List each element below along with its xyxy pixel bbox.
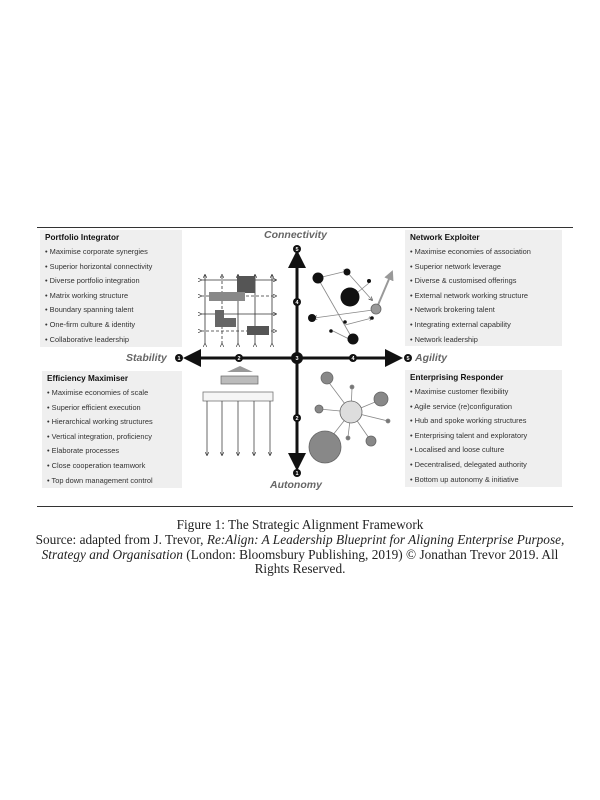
list-item: Decentralised, delegated authority (410, 458, 557, 473)
figure-frame (37, 227, 573, 507)
axis-label-connectivity: Connectivity (264, 229, 328, 241)
source-suffix: (London: Bloomsbury Publishing, 2019) © … (182, 546, 559, 576)
quadrant-portfolio-integrator: Portfolio Integrator Maximise corporate … (40, 230, 182, 347)
list-item: Integrating external capability (410, 318, 557, 333)
node-v2: 2 (293, 414, 301, 422)
list-item: Maximise corporate synergies (45, 245, 177, 260)
svg-text:2: 2 (295, 416, 298, 422)
node-h1: 1 (175, 354, 183, 362)
axis-label-stability: Stability (126, 352, 167, 364)
svg-text:1: 1 (295, 471, 298, 477)
list-item: Elaborate processes (47, 444, 177, 459)
list-item: Superior network leverage (410, 260, 557, 275)
node-center: 3 (291, 352, 303, 364)
network-graphic (308, 268, 394, 345)
list-item: Bottom up autonomy & initiative (410, 473, 557, 488)
source-book-title: Re:Align: A Leadership Blueprint for Ali… (41, 532, 565, 562)
hierarchy-graphic (202, 366, 274, 455)
axis-label-agility: Agility (415, 352, 448, 364)
list-item: Enterprising talent and exploratory (410, 429, 557, 444)
quadrant-title: Enterprising Responder (410, 373, 504, 382)
list-item: Diverse & customised offerings (410, 274, 557, 289)
node-v1: 1 (293, 469, 301, 477)
list-item: Network brokering talent (410, 303, 557, 318)
list-item: Maximise economies of scale (47, 386, 177, 401)
list-item: Network leadership (410, 333, 557, 348)
node-h4: 4 (349, 354, 357, 362)
axis-label-autonomy: Autonomy (270, 479, 322, 491)
list-item: Superior efficient execution (47, 401, 177, 416)
axis-nodes: 5 4 3 2 1 1 2 4 5 (175, 245, 412, 477)
quadrant-network-exploiter: Network Exploiter Maximise economies of … (405, 230, 562, 346)
svg-text:5: 5 (295, 247, 298, 253)
list-item: Maximise economies of association (410, 245, 557, 260)
list-item: Agile service (re)configuration (410, 400, 557, 415)
quadrant-enterprising-responder: Enterprising Responder Maximise customer… (405, 370, 562, 487)
list-item: Matrix working structure (45, 289, 177, 304)
list-item: Close cooperation teamwork (47, 459, 177, 474)
svg-text:4: 4 (351, 356, 355, 362)
list-item: Boundary spanning talent (45, 303, 177, 318)
matrix-structure-graphic (201, 275, 276, 344)
list-item: Superior horizontal connectivity (45, 260, 177, 275)
node-h2: 2 (235, 354, 243, 362)
node-v5: 5 (293, 245, 301, 253)
quadrant-title: Network Exploiter (410, 233, 480, 242)
node-h5: 5 (404, 354, 412, 362)
list-item: Maximise customer flexibility (410, 385, 557, 400)
list-item: Vertical integration, proficiency (47, 430, 177, 445)
source-prefix: Source: adapted from J. Trevor, (35, 532, 207, 547)
svg-text:1: 1 (177, 356, 180, 362)
list-item: Collaborative leadership (45, 333, 177, 348)
hub-spoke-graphic (308, 371, 391, 464)
list-item: Hub and spoke working structures (410, 414, 557, 429)
node-v4: 4 (293, 298, 301, 306)
figure-source: Source: adapted from J. Trevor, Re:Align… (0, 532, 600, 577)
svg-text:5: 5 (406, 356, 409, 362)
list-item: Top down management control (47, 474, 177, 489)
svg-text:4: 4 (295, 300, 299, 306)
figure-caption: Figure 1: The Strategic Alignment Framew… (176, 517, 424, 532)
list-item: Localised and loose culture (410, 443, 557, 458)
list-item: One-firm culture & identity (45, 318, 177, 333)
quadrant-efficiency-maximiser: Efficiency Maximiser Maximise economies … (42, 371, 182, 488)
list-item: External network working structure (410, 289, 557, 304)
svg-text:2: 2 (237, 356, 240, 362)
list-item: Diverse portfolio integration (45, 274, 177, 289)
quadrant-title: Efficiency Maximiser (47, 374, 129, 383)
quadrant-title: Portfolio Integrator (45, 233, 120, 242)
svg-text:3: 3 (295, 356, 298, 362)
list-item: Hierarchical working structures (47, 415, 177, 430)
